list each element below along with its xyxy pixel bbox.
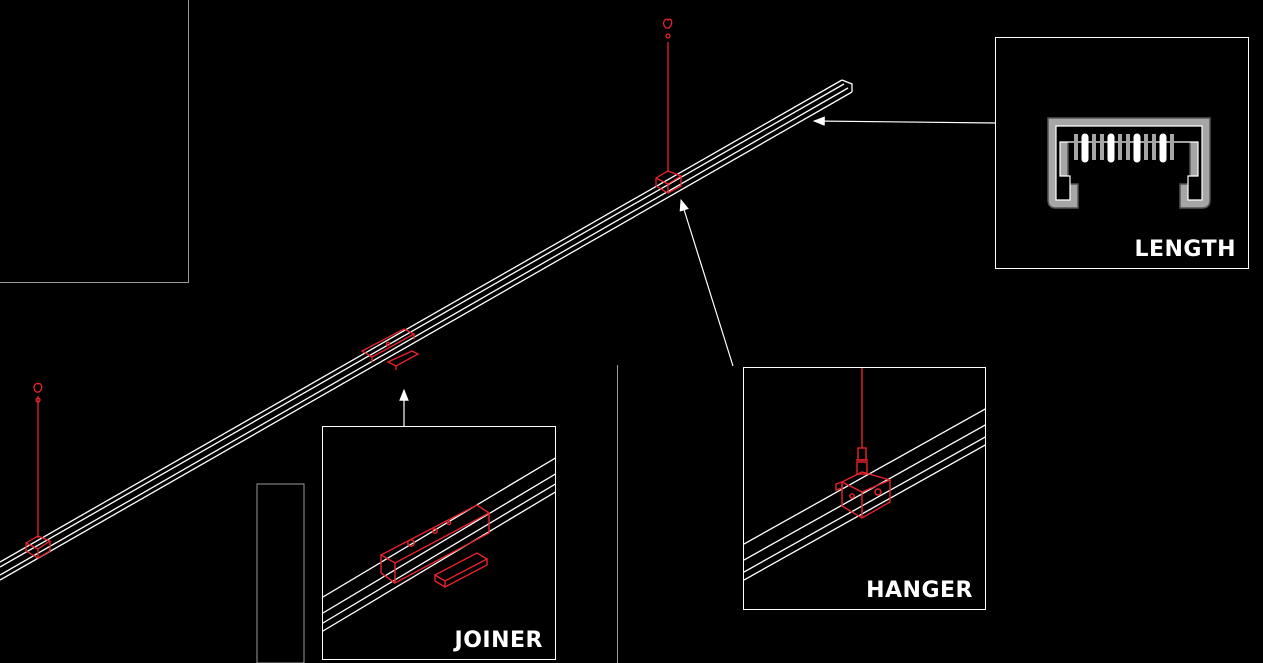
sheet-frame-rect (256, 483, 305, 663)
hanger-left (25, 382, 51, 559)
profile-section-drawing (1047, 117, 1211, 209)
callout-joiner: JOINER (322, 426, 556, 660)
callout-hanger: HANGER (743, 367, 986, 610)
callout-length: LENGTH (995, 37, 1249, 269)
callout-hanger-label: HANGER (866, 578, 973, 603)
callout-length-label: LENGTH (1134, 237, 1236, 262)
rail-extrusion (0, 79, 853, 581)
leader-length (812, 116, 997, 126)
callout-joiner-label: JOINER (454, 628, 543, 653)
leader-arrows (399, 116, 997, 426)
leader-hanger (679, 198, 734, 367)
joiner-detail-drawing (323, 457, 555, 632)
hanger-detail-drawing (744, 368, 985, 581)
sheet-frame-center-vertical (617, 365, 618, 663)
sheet-frame-left-horizontal (0, 282, 189, 283)
sheet-frame-left-vertical (188, 0, 189, 283)
joiner-on-rail (360, 328, 420, 370)
hanger-top (655, 18, 682, 194)
